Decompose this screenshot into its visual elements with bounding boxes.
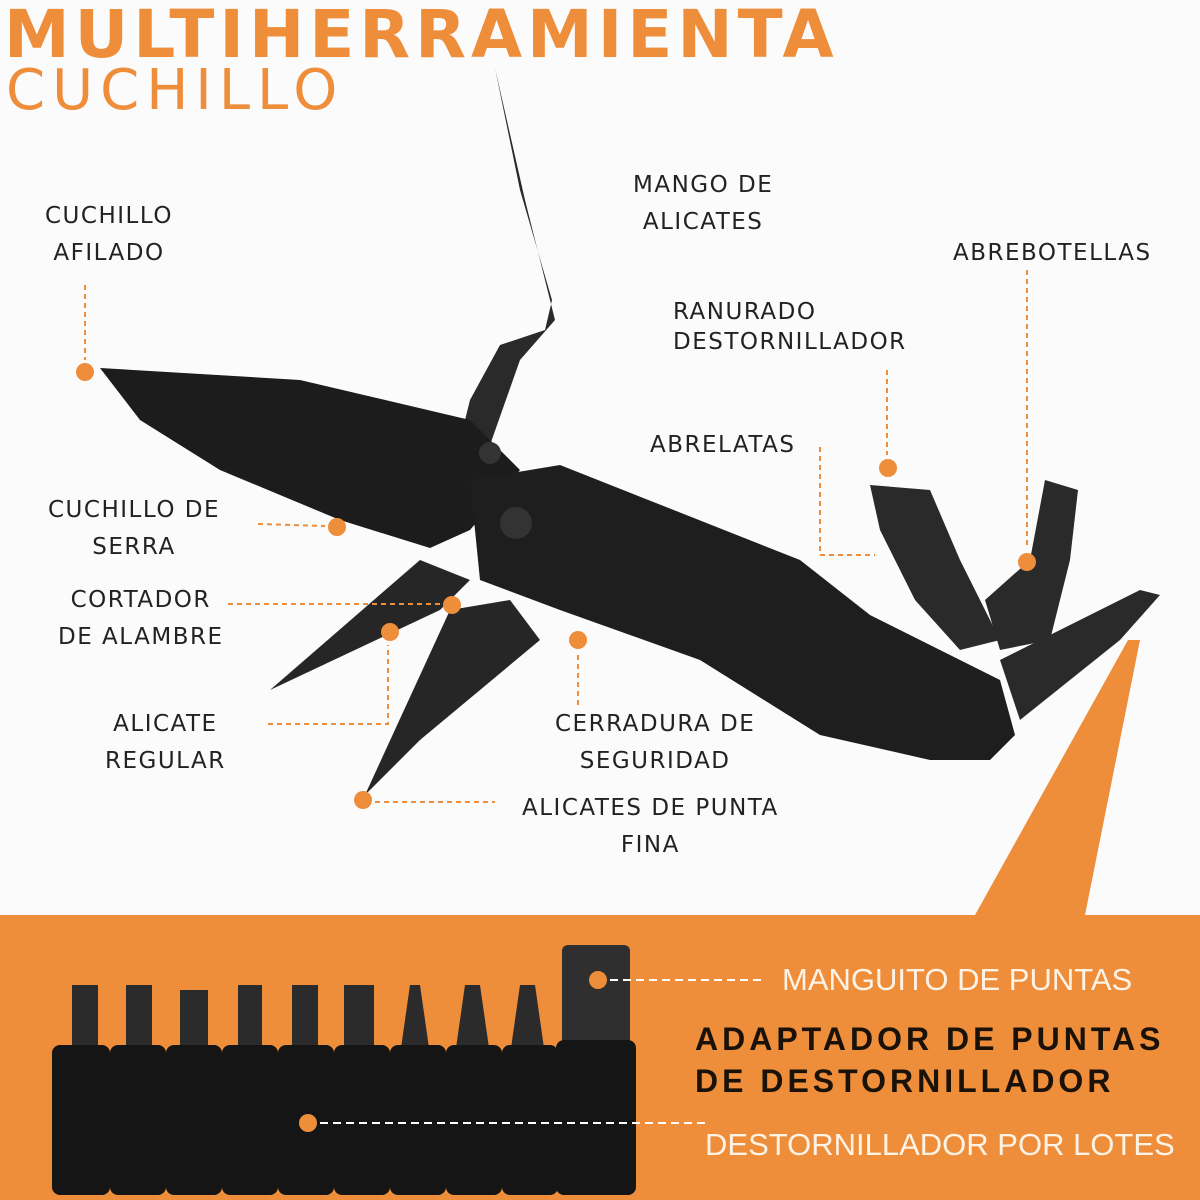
label-abrelatas: ABRELATAS (650, 432, 796, 458)
orange-wedge (975, 640, 1140, 915)
label-destornillador-lotes: DESTORNILLADOR POR LOTES (705, 1127, 1175, 1162)
subtitle: CUCHILLO (6, 58, 345, 123)
title: MULTIHERRAMIENTA (4, 0, 839, 73)
plier-jaw-lower (365, 600, 540, 795)
bit-set (52, 945, 636, 1195)
plier-handle-blade (460, 68, 555, 445)
pivot-pin (479, 442, 501, 464)
knife-blade (100, 368, 520, 548)
label-abrebotellas: ABREBOTELLAS (953, 240, 1152, 266)
can-opener (870, 485, 1000, 650)
torx-screw (500, 507, 532, 539)
batch-dot (299, 1114, 317, 1132)
tool-handle (470, 465, 1015, 760)
label-manguito-puntas: MANGUITO DE PUNTAS (782, 962, 1133, 997)
plier-jaw-upper (270, 560, 470, 690)
sleeve-dot (589, 971, 607, 989)
leader-dots (76, 363, 1036, 809)
bit-leader-lines (320, 979, 765, 1124)
leader-lines (84, 270, 1028, 803)
screwdriver (1000, 590, 1160, 720)
